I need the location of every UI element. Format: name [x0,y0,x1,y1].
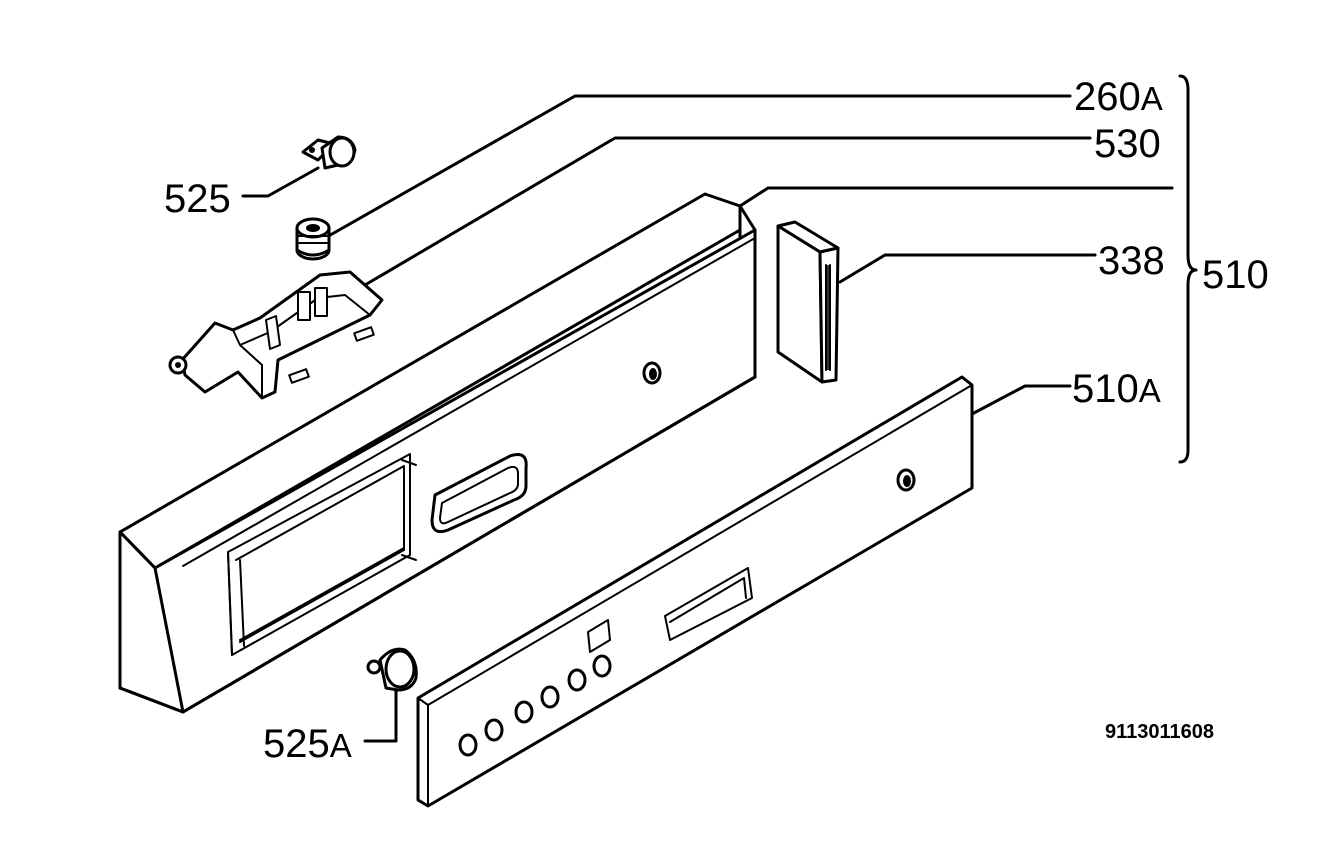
label-525a: 525A [263,722,352,766]
front-panel-510a [416,375,974,808]
leader-525a [363,686,398,743]
handle-slot [430,453,528,534]
leader-260a [323,94,1072,240]
label-338: 338 [1098,239,1165,283]
part-labels: 260A 530 525 338 510 510A 525A 911301160… [164,75,1269,766]
document-number: 9113011608 [1105,721,1214,743]
panel-buttons [458,654,612,757]
label-510: 510 [1202,253,1269,297]
knob-525 [301,135,357,170]
leader-lines [241,94,1174,743]
label-525: 525 [164,177,231,221]
brace-510 [1178,74,1198,464]
connector-338 [776,220,840,384]
leader-510a [970,384,1072,416]
leader-338 [838,253,1097,284]
label-530: 530 [1094,122,1161,166]
bracket-530 [168,270,384,400]
main-housing-510 [118,192,757,714]
leader-530 [363,136,1092,287]
leader-525 [241,166,320,198]
leader-510-housing [738,186,1174,208]
label-260a: 260A [1074,75,1163,119]
label-510a: 510A [1072,367,1161,411]
spring-260a [295,217,331,261]
knob-525a [366,647,418,692]
